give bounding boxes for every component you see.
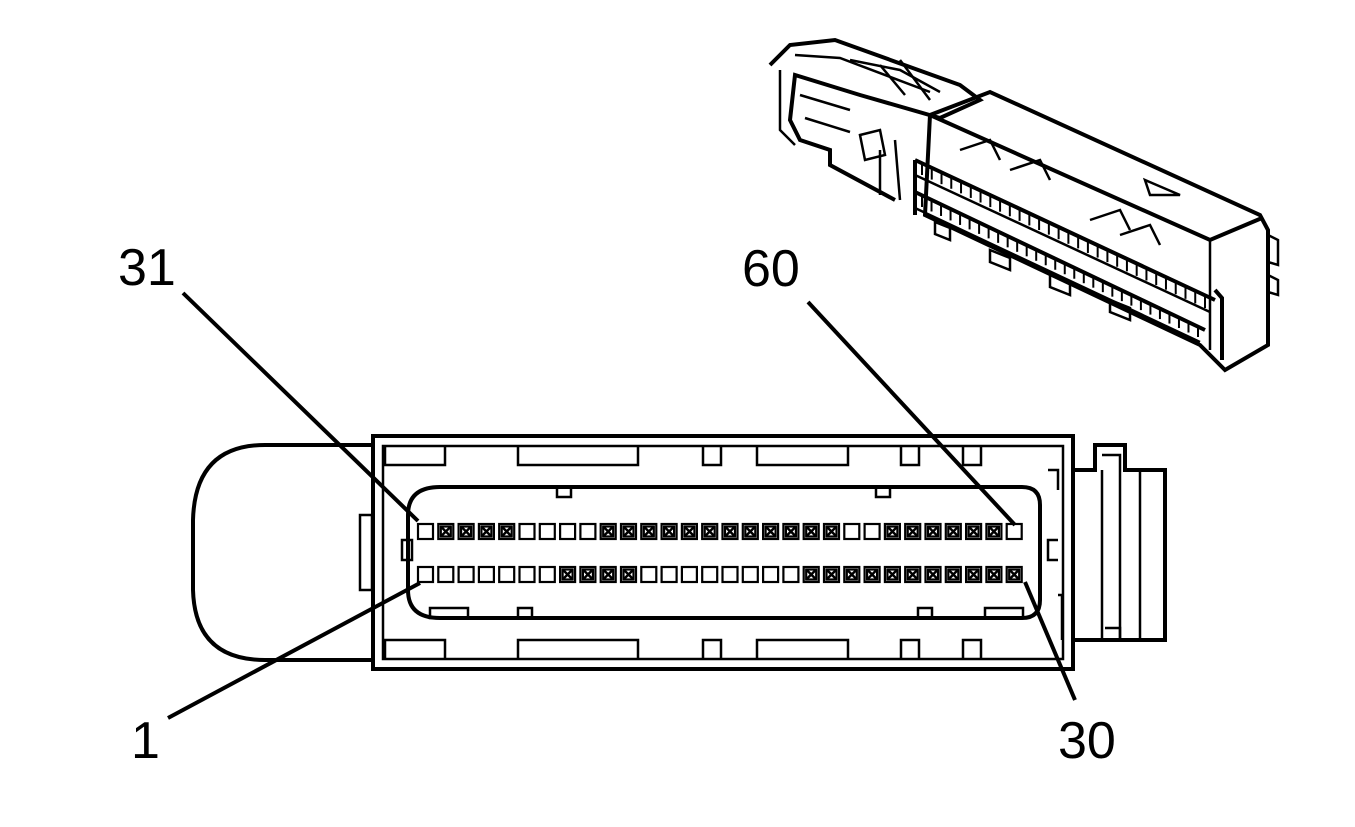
cavity-33 (457, 522, 475, 541)
cavity-59 (985, 522, 1003, 541)
cavity-17 (741, 565, 759, 584)
cavity-4 (477, 565, 495, 584)
cavity-5 (498, 565, 516, 584)
cavity-34 (477, 522, 495, 541)
cavity-31 (416, 522, 435, 541)
cavity-11 (619, 565, 638, 584)
cavity-row-1-30 (416, 565, 1023, 584)
leader-line-31 (181, 291, 420, 523)
cavity-35 (498, 522, 516, 541)
cavity-50 (802, 522, 820, 541)
cavity-40 (599, 522, 617, 541)
cavity-8 (558, 565, 577, 584)
cavity-36 (518, 522, 536, 541)
leader-line-1 (167, 581, 421, 720)
cavity-16 (721, 565, 739, 584)
cavity-57 (944, 522, 962, 541)
leader-line-30 (1023, 581, 1077, 701)
cavity-30 (1005, 565, 1023, 584)
cavity-43 (660, 522, 678, 541)
cavity-10 (599, 565, 617, 584)
cavity-32 (437, 522, 455, 541)
cavity-48 (761, 522, 780, 541)
cavity-55 (904, 522, 922, 541)
pin-label-1: 1 (131, 712, 160, 770)
cavity-29 (985, 565, 1003, 584)
pin-label-60: 60 (742, 240, 800, 298)
cavity-45 (701, 522, 719, 541)
cavity-38 (558, 522, 577, 541)
isometric-terminal-row-upper (921, 163, 1206, 308)
pin-label-31: 31 (118, 239, 176, 297)
cavity-56 (924, 522, 942, 541)
cavity-13 (660, 565, 678, 584)
cavity-27 (944, 565, 962, 584)
cavity-14 (680, 565, 699, 584)
cavity-54 (883, 522, 902, 541)
cavity-51 (822, 522, 841, 541)
connector-front-view (191, 434, 1167, 671)
cavity-47 (741, 522, 759, 541)
cavity-41 (619, 522, 638, 541)
cavity-2 (437, 565, 455, 584)
cavity-15 (701, 565, 719, 584)
cavity-49 (782, 522, 800, 541)
cavity-28 (964, 565, 983, 584)
cavity-1 (416, 565, 435, 584)
cavity-row-31-60 (416, 522, 1023, 541)
cavity-42 (640, 522, 658, 541)
cavity-53 (863, 522, 881, 541)
cavity-22 (843, 565, 861, 584)
cavity-25 (904, 565, 922, 584)
cavity-20 (802, 565, 820, 584)
pin-label-30: 30 (1058, 712, 1116, 770)
cavity-7 (538, 565, 556, 584)
cavity-6 (518, 565, 536, 584)
cavity-39 (579, 522, 597, 541)
cavity-44 (680, 522, 699, 541)
cavity-37 (538, 522, 556, 541)
connector-isometric-view (768, 37, 1280, 373)
cavity-23 (863, 565, 881, 584)
cavity-3 (457, 565, 475, 584)
cavity-12 (640, 565, 658, 584)
cavity-60 (1005, 522, 1023, 541)
leader-line-60 (806, 300, 1017, 527)
cavity-21 (822, 565, 841, 584)
cavity-19 (782, 565, 800, 584)
cavity-24 (883, 565, 902, 584)
cavity-46 (721, 522, 739, 541)
cavity-58 (964, 522, 983, 541)
cavity-52 (843, 522, 861, 541)
cavity-26 (924, 565, 942, 584)
isometric-terminal-row-lower (921, 195, 1199, 337)
cavity-9 (579, 565, 597, 584)
cavity-18 (761, 565, 780, 584)
